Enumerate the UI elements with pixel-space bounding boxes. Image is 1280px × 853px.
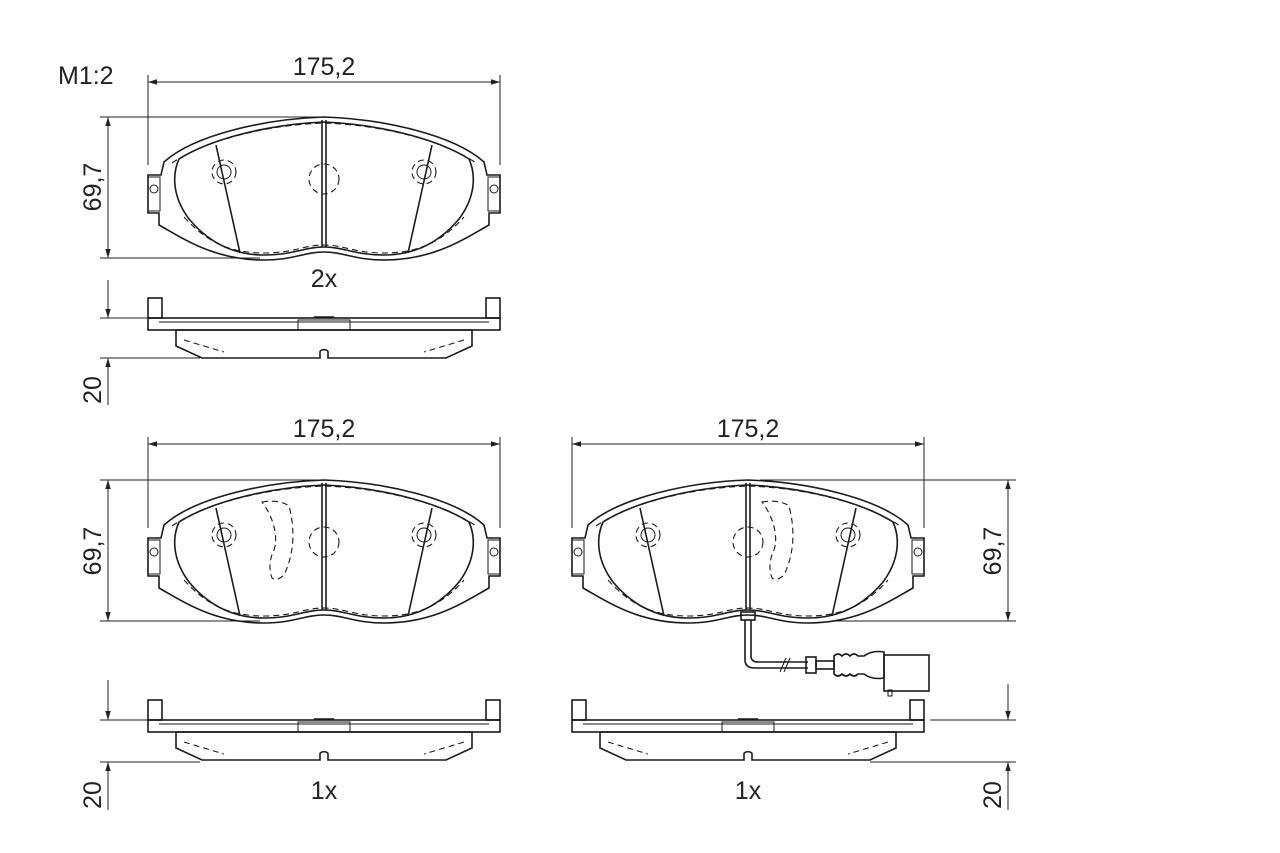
height-label: 69,7 xyxy=(79,527,107,576)
pad-front-view xyxy=(147,116,501,261)
quantity-label: 2x xyxy=(311,265,338,293)
wear-sensor-cable xyxy=(740,611,930,697)
width-label: 175,2 xyxy=(293,53,356,81)
pad-side-view xyxy=(147,699,501,761)
pad-1: 175,2 69,7 2x 20 xyxy=(79,53,501,405)
quantity-label: 1x xyxy=(311,777,338,805)
wear-groove xyxy=(761,500,794,580)
pad-front-view xyxy=(571,479,925,624)
thickness-label: 20 xyxy=(79,376,107,404)
thickness-label: 20 xyxy=(79,781,107,809)
pad-2: 175,2 69,7 20 1x xyxy=(79,415,501,810)
scale-label: M1:2 xyxy=(58,62,114,90)
pad-side-view xyxy=(571,699,925,761)
pad-front-view xyxy=(147,479,501,624)
pad-3: 175,2 69,7 20 1x xyxy=(571,415,1016,810)
height-label: 69,7 xyxy=(79,163,107,212)
pad-side-view xyxy=(147,297,501,359)
height-label: 69,7 xyxy=(979,527,1007,576)
quantity-label: 1x xyxy=(735,777,762,805)
width-label: 175,2 xyxy=(293,415,356,443)
wear-groove xyxy=(261,500,294,580)
thickness-label: 20 xyxy=(979,781,1007,809)
width-label: 175,2 xyxy=(717,415,780,443)
